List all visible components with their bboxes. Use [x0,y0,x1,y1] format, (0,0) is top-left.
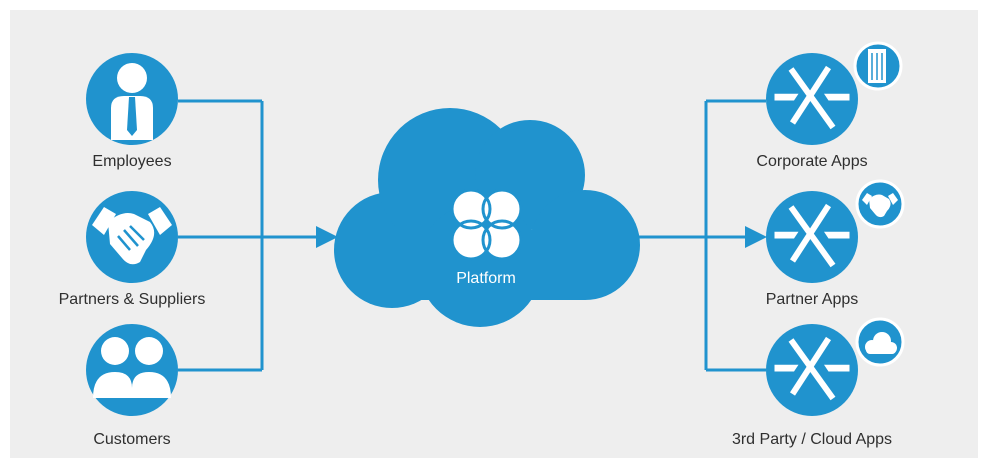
customers-circle [86,324,178,416]
handshake-icon [862,193,898,218]
cloud-icon [865,332,897,354]
platform-logo-icon [452,190,521,259]
platform-logo-lines [450,188,523,261]
source-connectors [178,99,318,372]
arrow-to-apps [745,226,767,248]
customers-label: Customers [93,431,171,448]
partners-suppliers-label: Partners & Suppliers [58,291,206,308]
platform-label: Platform [456,270,516,287]
employees-label: Employees [92,153,172,170]
corporate-apps-label: Corporate Apps [756,153,868,170]
customers-icon [93,337,171,398]
app-connectors [625,99,766,372]
arrow-to-platform [316,226,338,248]
building-icon [868,49,886,83]
employee-icon [111,63,153,140]
handshake-icon [92,207,172,265]
partner-apps-label: Partner Apps [765,291,859,308]
cloud-apps-label: 3rd Party / Cloud Apps [731,431,893,448]
